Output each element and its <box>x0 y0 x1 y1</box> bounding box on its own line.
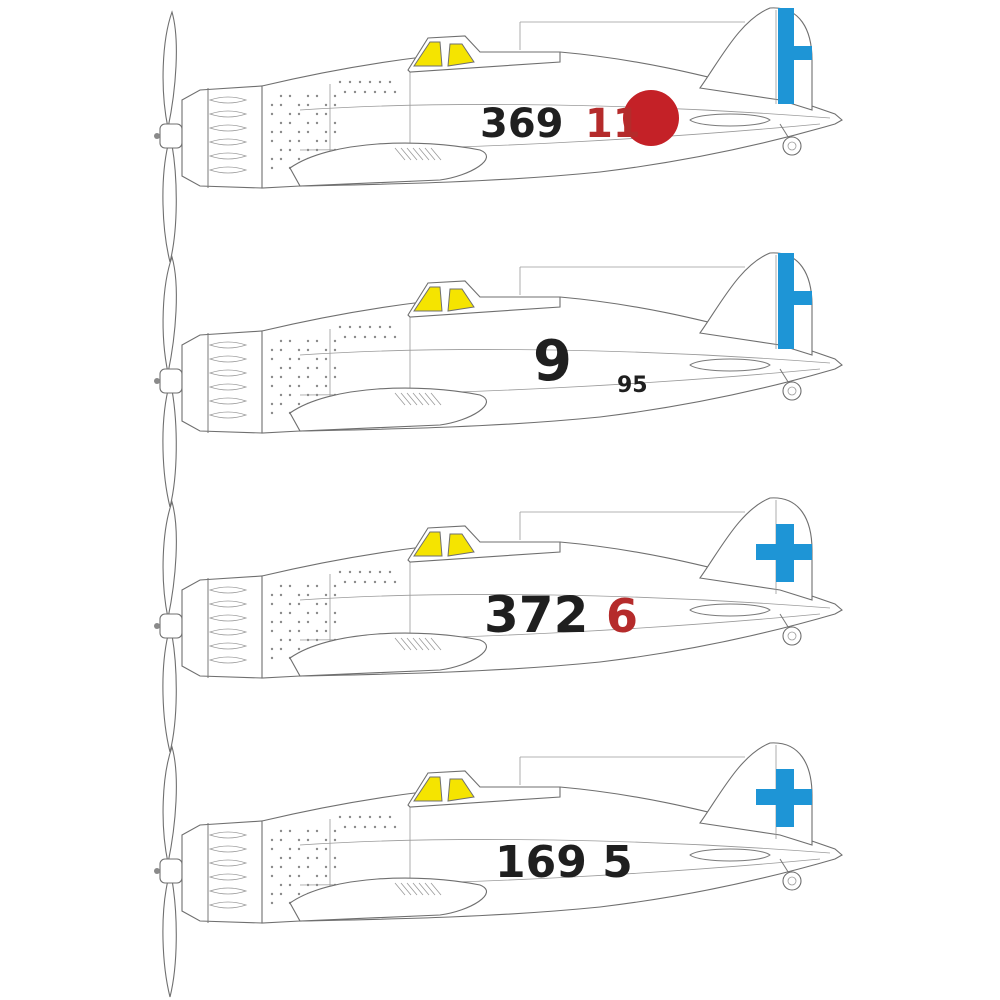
fuselage-number: 369 <box>480 101 564 147</box>
antenna-wire <box>519 756 745 785</box>
fuselage-number: 169 5 <box>495 837 633 888</box>
roundel <box>623 90 679 146</box>
rudder-cross-marking <box>778 8 812 104</box>
canopy <box>407 35 561 73</box>
aircraft-profile-4: 169 5 <box>0 735 1000 998</box>
engine-cowling <box>181 85 271 189</box>
wing <box>289 877 487 922</box>
aircraft-drawing: 369 11 <box>154 7 843 263</box>
wing <box>289 142 487 187</box>
canopy <box>407 525 561 563</box>
tail-wheel <box>779 368 802 401</box>
canopy <box>407 280 561 318</box>
tail-wheel <box>779 858 802 891</box>
antenna-wire <box>519 21 745 50</box>
rudder-cross-marking <box>756 524 812 582</box>
wing <box>289 632 487 677</box>
engine-cowling <box>181 575 271 679</box>
antenna-wire <box>519 511 745 540</box>
aircraft-profile-2: 9 95 <box>0 245 1000 508</box>
fuselage-number: 6 <box>606 589 638 643</box>
fuselage-number: 9 <box>533 329 572 394</box>
propeller <box>154 255 183 508</box>
tail-wheel <box>779 613 802 646</box>
rudder-cross-marking <box>756 769 812 827</box>
antenna-wire <box>519 266 745 295</box>
fuselage-number: 372 <box>484 586 588 644</box>
canopy <box>407 770 561 808</box>
propeller <box>154 10 183 263</box>
aircraft-profile-3: 372 6 <box>0 490 1000 753</box>
aircraft-drawing: 169 5 <box>154 742 843 998</box>
fuselage-number: 11 <box>585 101 641 147</box>
aircraft-profile-1: 369 11 <box>0 0 1000 263</box>
aircraft-drawing: 9 95 <box>154 252 843 508</box>
rivet-pattern <box>270 325 397 415</box>
aircraft-drawing: 372 6 <box>154 497 843 753</box>
engine-cowling <box>181 330 271 434</box>
fuselage-number: 95 <box>617 373 648 398</box>
propeller <box>154 745 183 998</box>
tail-wheel <box>779 123 802 156</box>
rudder-cross-marking <box>778 253 812 349</box>
propeller <box>154 500 183 753</box>
engine-cowling <box>181 820 271 924</box>
wing <box>289 387 487 432</box>
